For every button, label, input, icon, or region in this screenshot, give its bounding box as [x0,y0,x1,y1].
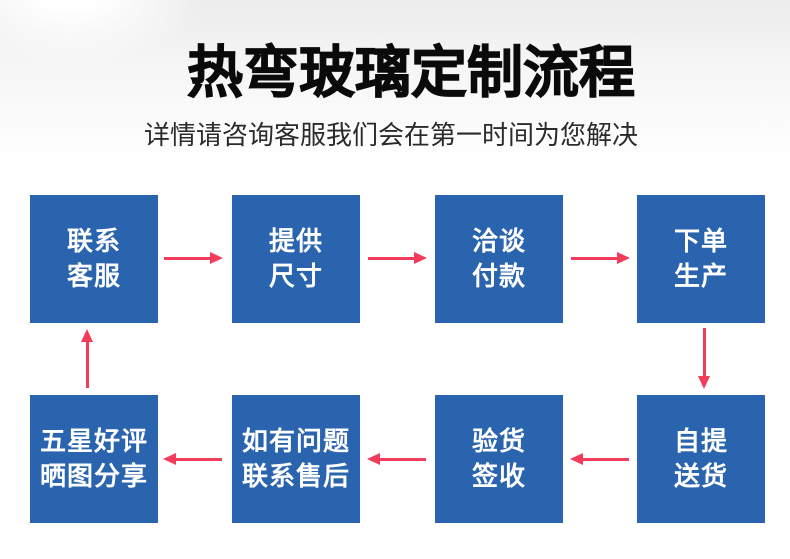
page-title: 热弯玻璃定制流程 [187,41,636,104]
step-label: 提供 尺寸 [268,226,323,291]
step-label: 联系 客服 [66,226,121,291]
arrow-right-icon [571,251,630,264]
arrow-left-icon [570,452,629,465]
step-label: 自提 送货 [673,426,728,491]
step-box-contact-service: 联系 客服 [30,195,158,323]
arrow-right-icon [164,251,223,264]
step-label: 洽谈 付款 [471,226,526,291]
arrow-left-icon [367,452,426,465]
step-box-aftersales: 如有问题 联系售后 [232,395,360,523]
step-box-provide-size: 提供 尺寸 [232,195,360,323]
arrow-down-icon [697,328,710,389]
step-box-pickup-delivery: 自提 送货 [637,395,765,523]
step-box-discuss-payment: 洽谈 付款 [435,195,563,323]
step-label: 验货 签收 [471,426,526,491]
arrow-right-icon [368,251,427,264]
step-label: 下单 生产 [673,226,728,291]
step-box-inspect-sign: 验货 签收 [435,395,563,523]
page-subtitle: 详情请咨询客服我们会在第一时间为您解决 [143,120,638,150]
arrow-up-icon [80,329,93,388]
arrow-left-icon [163,452,222,465]
step-label: 如有问题 联系售后 [241,426,350,491]
step-box-review-share: 五星好评 晒图分享 [30,395,158,523]
step-box-order-production: 下单 生产 [637,195,765,323]
step-label: 五星好评 晒图分享 [39,426,148,491]
